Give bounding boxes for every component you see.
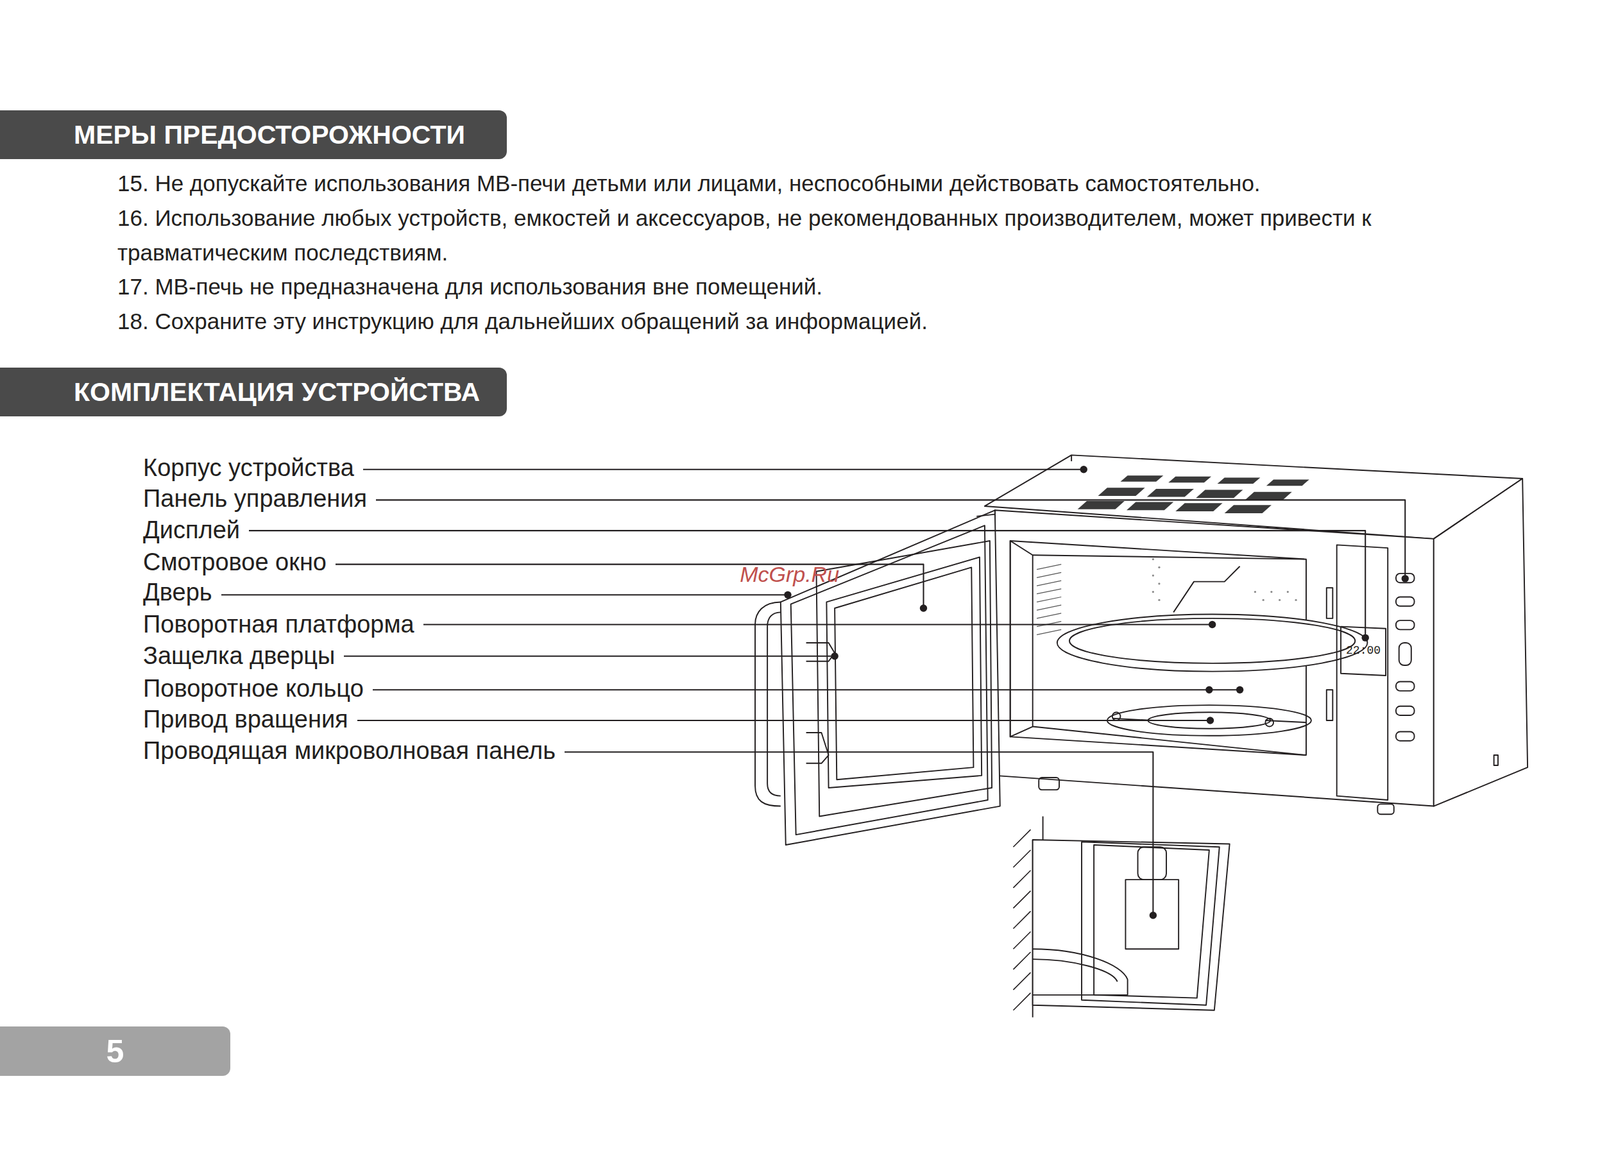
part-label: Корпус устройства bbox=[143, 453, 364, 484]
part-label: Поворотная платформа bbox=[143, 610, 424, 640]
part-label: Привод вращения bbox=[143, 705, 358, 735]
watermark: McGrp.Ru bbox=[739, 561, 840, 588]
precaution-item: 16. Использование любых устройств, емкос… bbox=[117, 200, 1523, 271]
precaution-item: 15. Не допускайте использования МВ-печи … bbox=[117, 170, 1261, 197]
precaution-item: 17. МВ-печь не предназначена для использ… bbox=[117, 273, 823, 301]
part-label: Защелка дверцы bbox=[143, 641, 344, 672]
part-label: Смотровое окно bbox=[143, 547, 336, 578]
page-number-band: 5 bbox=[0, 1026, 231, 1076]
part-label: Поворотное кольцо bbox=[143, 674, 373, 704]
section-header: МЕРЫ ПРЕДОСТОРОЖНОСТИ bbox=[0, 110, 507, 160]
precaution-item: 18. Сохраните эту инструкцию для дальней… bbox=[117, 307, 928, 335]
part-label: Дисплей bbox=[143, 515, 249, 546]
section-header: КОМПЛЕКТАЦИЯ УСТРОЙСТВА bbox=[0, 367, 507, 417]
part-label: Проводящая микроволновая панель bbox=[143, 736, 565, 766]
display-readout: 22:00 bbox=[1345, 644, 1381, 659]
part-label: Дверь bbox=[143, 578, 222, 608]
page-number: 5 bbox=[106, 1032, 125, 1071]
section-title: МЕРЫ ПРЕДОСТОРОЖНОСТИ bbox=[73, 119, 466, 151]
section-title: КОМПЛЕКТАЦИЯ УСТРОЙСТВА bbox=[73, 377, 480, 408]
part-label: Панель управления bbox=[143, 484, 376, 514]
